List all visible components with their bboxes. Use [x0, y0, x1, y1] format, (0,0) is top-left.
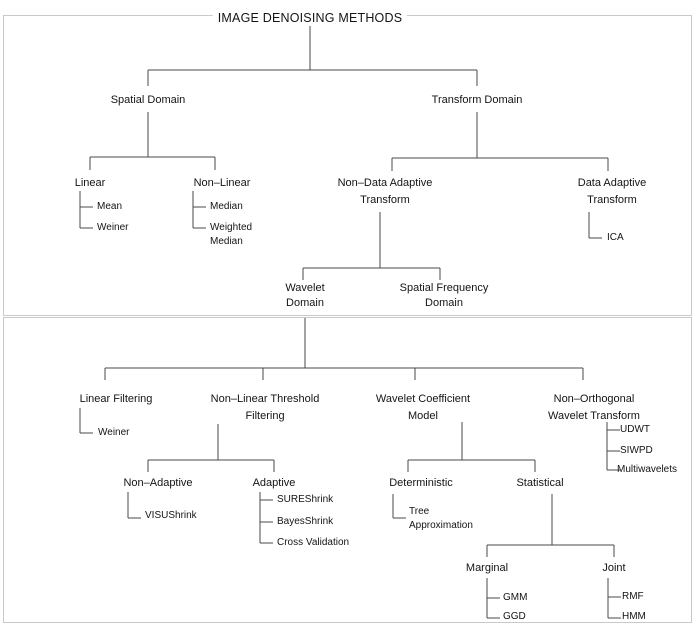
leaf-hmm: HMM	[622, 611, 646, 622]
node-non-linear: Non–Linear	[193, 177, 251, 189]
leaf-mean: Mean	[97, 201, 123, 212]
node-non-data-adaptive-transform: Non–Data Adaptive Transform	[337, 177, 433, 206]
leaf-gmm: GMM	[503, 592, 528, 603]
leaf-ica: ICA	[607, 232, 624, 243]
leaf-rmf: RMF	[622, 591, 644, 602]
node-marginal: Marginal	[465, 562, 509, 574]
leaf-weiner-filtering: Weiner	[98, 427, 130, 438]
node-wavelet-domain: Wavelet Domain	[285, 282, 325, 309]
leaf-siwpd: SIWPD	[620, 445, 653, 456]
leaf-weiner: Weiner	[97, 222, 129, 233]
leaf-bayesshrink: BayesShrink	[277, 516, 334, 527]
leaf-sureshrink: SUREShrink	[277, 494, 334, 505]
node-joint: Joint	[602, 562, 626, 574]
node-spatial-domain: Spatial Domain	[110, 94, 186, 106]
leaf-median: Median	[210, 201, 243, 212]
node-non-orthogonal-wavelet-transform: Non–Orthogonal Wavelet Transform	[548, 393, 640, 422]
node-spatial-frequency-domain: Spatial Frequency Domain	[399, 282, 489, 309]
leaf-ggd: GGD	[503, 611, 526, 622]
leaf-cross-validation: Cross Validation	[277, 537, 350, 548]
node-statistical: Statistical	[516, 477, 564, 489]
leaf-weighted-median: Weighted Median	[210, 222, 253, 247]
node-deterministic: Deterministic	[389, 477, 453, 489]
node-linear: Linear	[74, 177, 106, 189]
lower-tree-edges	[79, 318, 621, 619]
leaf-visushrink: VISUShrink	[145, 510, 197, 521]
node-linear-filtering: Linear Filtering	[79, 393, 153, 405]
node-adaptive: Adaptive	[252, 477, 296, 489]
node-non-adaptive: Non–Adaptive	[123, 477, 193, 489]
lower-panel-frame	[3, 317, 692, 623]
leaf-udwt: UDWT	[620, 424, 650, 435]
leaf-tree-approximation: Tree Approximation	[409, 506, 473, 531]
node-transform-domain: Transform Domain	[431, 94, 523, 106]
node-wavelet-coefficient-model: Wavelet Coefficient Model	[375, 393, 471, 422]
node-data-adaptive-transform: Data Adaptive Transform	[577, 177, 647, 206]
leaf-multiwavelets: Multiwavelets	[617, 464, 678, 475]
upper-tree-edges	[79, 26, 609, 280]
diagram-title: IMAGE DENOISING METHODS	[212, 11, 408, 26]
node-non-linear-threshold-filtering: Non–Linear Threshold Filtering	[210, 393, 320, 422]
